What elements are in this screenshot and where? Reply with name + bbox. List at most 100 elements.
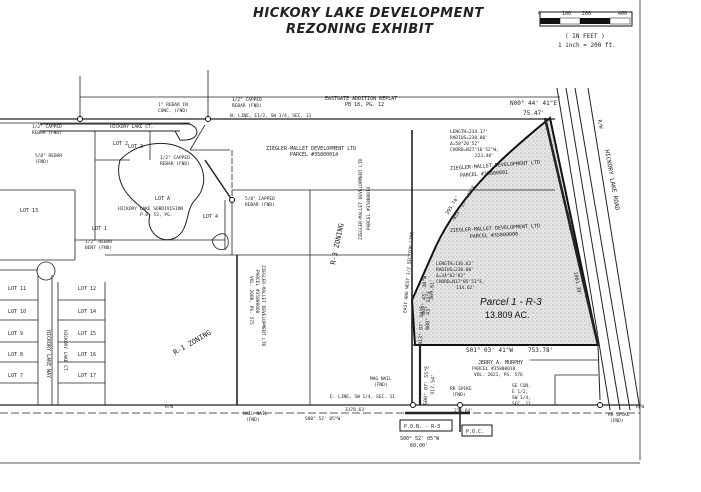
- lot-15-label: LOT 15: [78, 331, 96, 337]
- rezoning-parcel: [410, 116, 600, 346]
- lot-17-label: LOT 17: [78, 373, 96, 379]
- lot-9-label: LOT 9: [8, 331, 23, 337]
- mid-bearing: S01° 03' 41"W: [466, 347, 513, 354]
- bottom-bearing: S00° 52' 05"W: [400, 436, 440, 442]
- curve2-chord-length: 134.62': [456, 285, 475, 291]
- ziegler-center-label: ZIEGLER-MALLET DEVELOPMENT LTD: [358, 158, 364, 240]
- e-line-label: E. LINE, SW 1/4, SEC. 11: [330, 394, 395, 400]
- lot-11-label: LOT 11: [8, 286, 26, 292]
- north-distance: 75.47': [523, 110, 545, 117]
- parcel-lines: [105, 130, 601, 405]
- east-line-a: 1001.39': [564, 209, 574, 234]
- scale-ratio: 1 inch = 200 ft.: [558, 42, 616, 49]
- capped-rebar-1b: REBAR (FND): [232, 103, 262, 109]
- ziegler-center-parcel: PARCEL #35800014: [366, 186, 372, 230]
- mag-nail-label: MAG NAIL: [370, 376, 392, 382]
- west-boundary-distance: 369.61': [429, 279, 436, 300]
- curve2-chord: CHORD=N17°05'51"E,: [436, 279, 485, 285]
- poc-box: [461, 424, 493, 437]
- rr-spike-label: RR SPIKE: [450, 386, 472, 392]
- r3-zoning-label: R-3 ZONING: [329, 223, 346, 266]
- rr-spike-far: RR SPIKE: [608, 412, 630, 418]
- rebar-conc-label: 1" REBAR IN: [158, 102, 188, 108]
- hickory-lake-ct-label: HICKORY LAKE CT.: [110, 124, 153, 130]
- scale-bar: 0 100 200 400 ( IN FEET ) 1 inch = 200 f…: [538, 11, 633, 49]
- lot-1-label: LOT 1: [92, 226, 107, 232]
- rebar-bent-label: 1/2" REBAR: [85, 239, 112, 245]
- south-segment-bearing: S00° 07' 55"E: [423, 366, 430, 405]
- eastgate-label: EASTGATE ADDITION REPLAT: [325, 96, 397, 102]
- lot-8-label: LOT 8: [8, 352, 23, 358]
- capped-58-label-2: REBAR (FND): [245, 202, 275, 208]
- pob-label: P.O.B. - R-3: [404, 424, 440, 430]
- lot-a-label: LOT A: [155, 196, 170, 202]
- nail-label-2: (FND): [246, 417, 260, 423]
- scale-units: ( IN FEET ): [565, 33, 605, 40]
- exhibit-title: HICKORY LAKE DEVELOPMENT: [253, 6, 484, 21]
- vertical-bearing-a: N13° 07' 34"E: [418, 306, 425, 345]
- lot-16-label: LOT 16: [78, 352, 96, 358]
- south-bearing-a: S00° 52' 05"W: [305, 416, 341, 422]
- north-bearing: N00° 44' 41"E: [510, 100, 557, 107]
- acreage-label: 13.809 AC.: [485, 310, 530, 320]
- rebar-bent-label-2: BENT (FND): [85, 245, 112, 251]
- rebar-conc-label-2: CONC. (FND): [158, 108, 188, 114]
- lot-13-label: LOT 13: [20, 208, 38, 214]
- rr-spike-far-2: (FND): [610, 418, 624, 424]
- mag-nail-label-2: (FND): [374, 382, 388, 388]
- west-boundary-bearing: N02° 43' 38"W: [421, 275, 428, 315]
- lot-lines: [0, 124, 230, 405]
- curve2-length: LENGTH=136.62': [436, 261, 474, 267]
- capped-58-label: 5/8" CAPPED: [245, 196, 275, 202]
- capped-rebar-2: 1/2" CAPPED: [32, 124, 62, 130]
- row-east-label: R/W: [596, 119, 604, 130]
- nail-label: NAIL NAIL: [243, 411, 268, 417]
- ziegler-west-parcel: PARCEL #35800000: [254, 270, 260, 314]
- bottom-distance: 60.00': [410, 443, 428, 449]
- parcel-label: Parcel 1 - R-3: [480, 297, 542, 308]
- hickory-subdivision-label: HICKORY LAKE SUBDIVISION: [118, 206, 183, 212]
- small-pond: [211, 233, 229, 251]
- survey-markers: [77, 116, 603, 408]
- vertical-bearing-b: N00° 43' 33"E: [425, 291, 432, 330]
- hickory-lake-road: [543, 87, 641, 411]
- ziegler-west-vol: VOL. 2000, PG. 575: [248, 276, 254, 325]
- murphy-label: JERRY A. MURPHY: [478, 360, 523, 366]
- scale-tick-100: 100: [562, 11, 571, 17]
- se-corner-2: E 1/2,: [512, 389, 528, 395]
- scale-tick-0: 0: [538, 11, 541, 17]
- south-segment-distance: 317.54': [430, 374, 437, 395]
- capped-rebar-1: 1/2" CAPPED: [232, 97, 262, 103]
- capped-rebar-3: 1/2" CAPPED: [160, 155, 190, 161]
- lot-14-label: LOT 14: [78, 309, 96, 315]
- hickory-lake-pond: [118, 142, 205, 241]
- murphy-vol: VOL. 2021, PG. 576: [474, 372, 523, 378]
- ziegler-north-label: ZIEGLER-MALLET DEVELOPMENT LTD: [266, 146, 356, 152]
- ziegler-ne-parcel: PARCEL #35800001: [460, 170, 508, 179]
- e-line-distance: 3178.63': [345, 407, 367, 413]
- south-line: [0, 404, 640, 432]
- road-label: HICKORY LAKE ROAD: [603, 149, 621, 211]
- curve1-radius: RADIUS=230.00': [450, 135, 488, 141]
- lot-4-label: LOT 4: [203, 214, 218, 220]
- ziegler-mid-parcel: PARCEL #35800000: [470, 231, 518, 240]
- curve2-delta: Δ=34°02'02": [436, 273, 466, 279]
- lot-12-label: LOT 12: [78, 286, 96, 292]
- north-line: [0, 70, 560, 124]
- ziegler-north-parcel: PARCEL #35800014: [290, 152, 338, 158]
- curve2-radius: RADIUS=230.00': [436, 267, 474, 273]
- capped-rebar-2b: REBAR (FND): [32, 130, 62, 136]
- exhibit-subtitle: REZONING EXHIBIT: [286, 22, 434, 37]
- rebar-58-label: 5/8" REBAR: [35, 153, 62, 159]
- curve1-delta: Δ=58°20'52": [450, 141, 480, 147]
- hickory-lake-ct-2-label: HICKORY LAKE CT.: [62, 330, 68, 373]
- ziegler-mid-label: ZIEGLER-MALLET DEVELOPMENT LTD: [450, 223, 541, 234]
- hickory-lake-ct-north: [40, 123, 198, 141]
- lot-2-label: LOT 2: [113, 141, 128, 147]
- eastgate-pb-label: PB 18, PG. 12: [345, 102, 384, 108]
- row-west-label: R/W: [165, 404, 173, 410]
- rebar-58-label-2: (FND): [35, 159, 49, 165]
- curve1-chord-length: 223.40': [475, 153, 494, 159]
